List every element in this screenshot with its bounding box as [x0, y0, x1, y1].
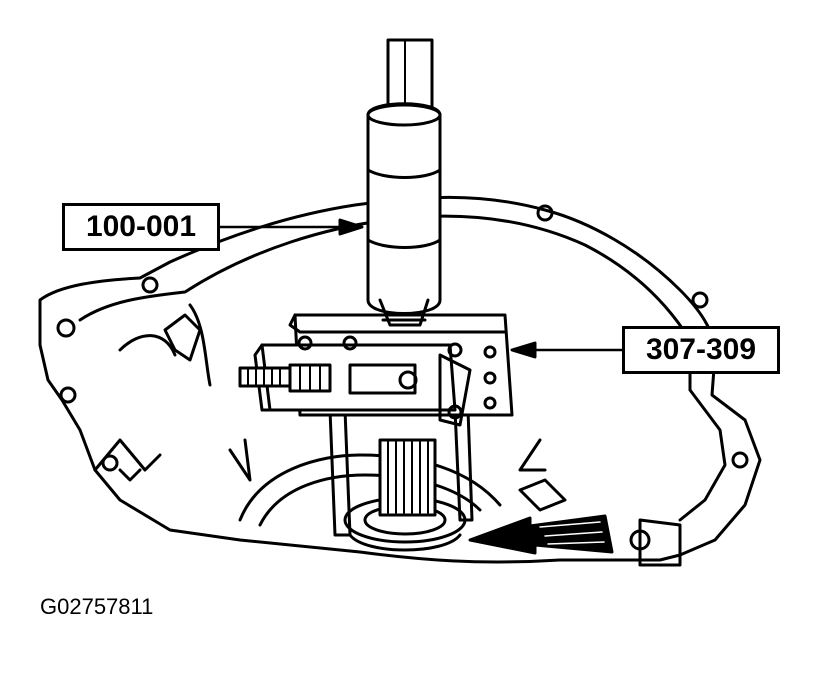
direction-arrow	[468, 514, 614, 555]
callout-text-left: 100-001	[85, 210, 197, 243]
callout-tool-100-001: 100-001	[62, 203, 220, 251]
puller-legs	[328, 408, 474, 537]
callout-text-right: 307-309	[645, 333, 757, 366]
leader-307-309	[510, 341, 624, 359]
spline-shaft	[378, 438, 437, 517]
slide-hammer-100-001	[366, 38, 442, 327]
leader-100-001	[218, 218, 364, 236]
remover-tool-307-309	[238, 313, 514, 427]
callout-tool-307-309: 307-309	[622, 326, 780, 374]
figure-id: G02757811	[40, 594, 154, 619]
transmission-case	[38, 195, 762, 567]
